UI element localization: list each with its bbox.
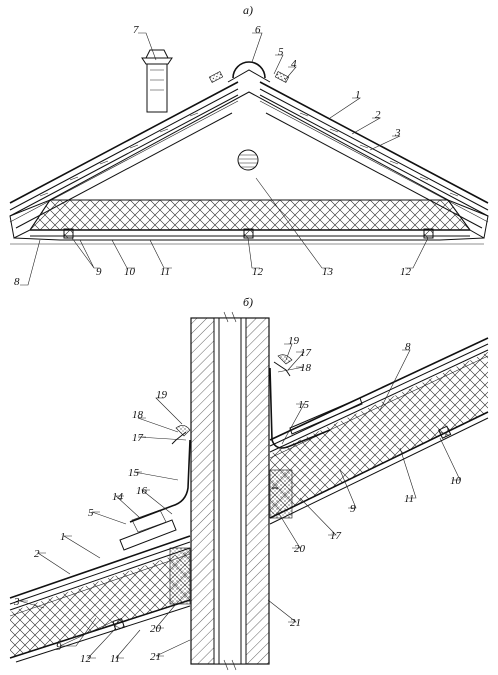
label-b-3: 3	[13, 596, 20, 608]
label-a-3: 3	[394, 127, 401, 139]
insulation-layer-a	[29, 199, 471, 231]
label-a-1: 1	[355, 89, 361, 101]
label-b-1: 1	[60, 531, 66, 543]
part-a-title: а)	[243, 3, 253, 17]
ridge-cap	[208, 61, 290, 83]
label-b-16-left: 16	[136, 485, 148, 497]
label-b-18-left: 18	[132, 409, 144, 421]
label-b-5: 5	[88, 507, 94, 519]
label-a-12-right: 12	[400, 266, 412, 278]
label-b-10: 10	[450, 475, 462, 487]
label-b-20-left: 20	[150, 623, 162, 635]
label-a-5: 5	[278, 46, 284, 58]
label-b-20-right: 20	[294, 543, 306, 555]
label-b-19-right: 19	[288, 335, 300, 347]
label-b-11-left: 11	[110, 653, 120, 665]
label-a-6: 6	[255, 24, 261, 36]
label-b-9-left: 9	[56, 641, 62, 653]
vent-pipe	[141, 49, 173, 113]
label-b-11-right: 11	[404, 493, 414, 505]
label-b-15-right: 15	[298, 399, 310, 411]
battens-a	[63, 228, 434, 239]
chimney-section-b: б)	[9, 295, 489, 671]
leaders-a	[20, 32, 429, 286]
label-a-11: 11	[160, 266, 170, 278]
label-a-7: 7	[133, 24, 139, 36]
label-b-9-right: 9	[350, 503, 356, 515]
label-a-8: 8	[14, 276, 20, 288]
label-b-2: 2	[34, 548, 40, 560]
label-a-9: 9	[96, 266, 102, 278]
chimney	[190, 311, 270, 671]
part-b-title: б)	[243, 295, 253, 309]
label-b-16-right: 17	[330, 530, 342, 542]
left-flashing	[129, 425, 191, 523]
slope-tile-marks	[39, 112, 459, 197]
leaders-b-right	[267, 343, 461, 623]
label-a-13: 13	[322, 266, 334, 278]
left-slope-b	[9, 509, 191, 663]
leaders-b-left	[19, 397, 191, 659]
ridge-section-a: а)	[9, 3, 489, 288]
label-b-21-left: 21	[150, 651, 161, 663]
label-b-18-right: 18	[300, 362, 312, 374]
label-a-12-center: 12	[252, 266, 264, 278]
label-a-2: 2	[375, 109, 381, 121]
label-b-17-left: 17	[132, 432, 144, 444]
label-b-21-right: 21	[290, 617, 301, 629]
label-b-15-left: 15	[128, 467, 140, 479]
right-slope-b	[269, 337, 489, 525]
label-b-12: 12	[80, 653, 92, 665]
vent-grille	[237, 149, 259, 171]
label-a-10: 10	[124, 266, 136, 278]
label-b-19-left: 19	[156, 389, 168, 401]
gable-triangle	[49, 91, 449, 201]
label-b-17-right: 17	[300, 347, 312, 359]
right-flashing	[269, 354, 331, 489]
label-b-14: 14	[112, 491, 124, 503]
label-a-4: 4	[291, 58, 297, 70]
label-b-8: 8	[405, 341, 411, 353]
